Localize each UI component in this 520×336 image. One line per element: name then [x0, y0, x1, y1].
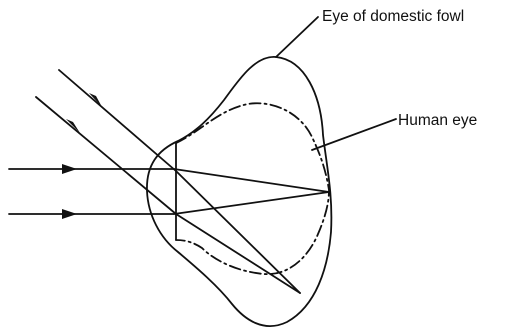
oblique-ray-inner-lower — [176, 214, 300, 293]
arrowhead-horizontal-upper — [62, 164, 77, 174]
leader-line-human — [312, 119, 396, 150]
fowl-eye-label: Eye of domestic fowl — [322, 9, 464, 25]
refracted-ray-lower — [174, 192, 329, 214]
fowl-eye-outline — [147, 57, 331, 326]
oblique-ray-lower — [36, 97, 176, 214]
leader-line-fowl — [276, 17, 318, 57]
human-eye-label: Human eye — [398, 113, 477, 129]
arrowhead-oblique-lower — [66, 119, 80, 133]
arrowhead-oblique-upper — [89, 93, 102, 107]
oblique-ray-inner-upper — [176, 171, 300, 293]
refracted-ray-upper — [174, 169, 329, 192]
oblique-ray-upper — [59, 70, 176, 171]
arrowhead-horizontal-lower — [62, 209, 77, 219]
